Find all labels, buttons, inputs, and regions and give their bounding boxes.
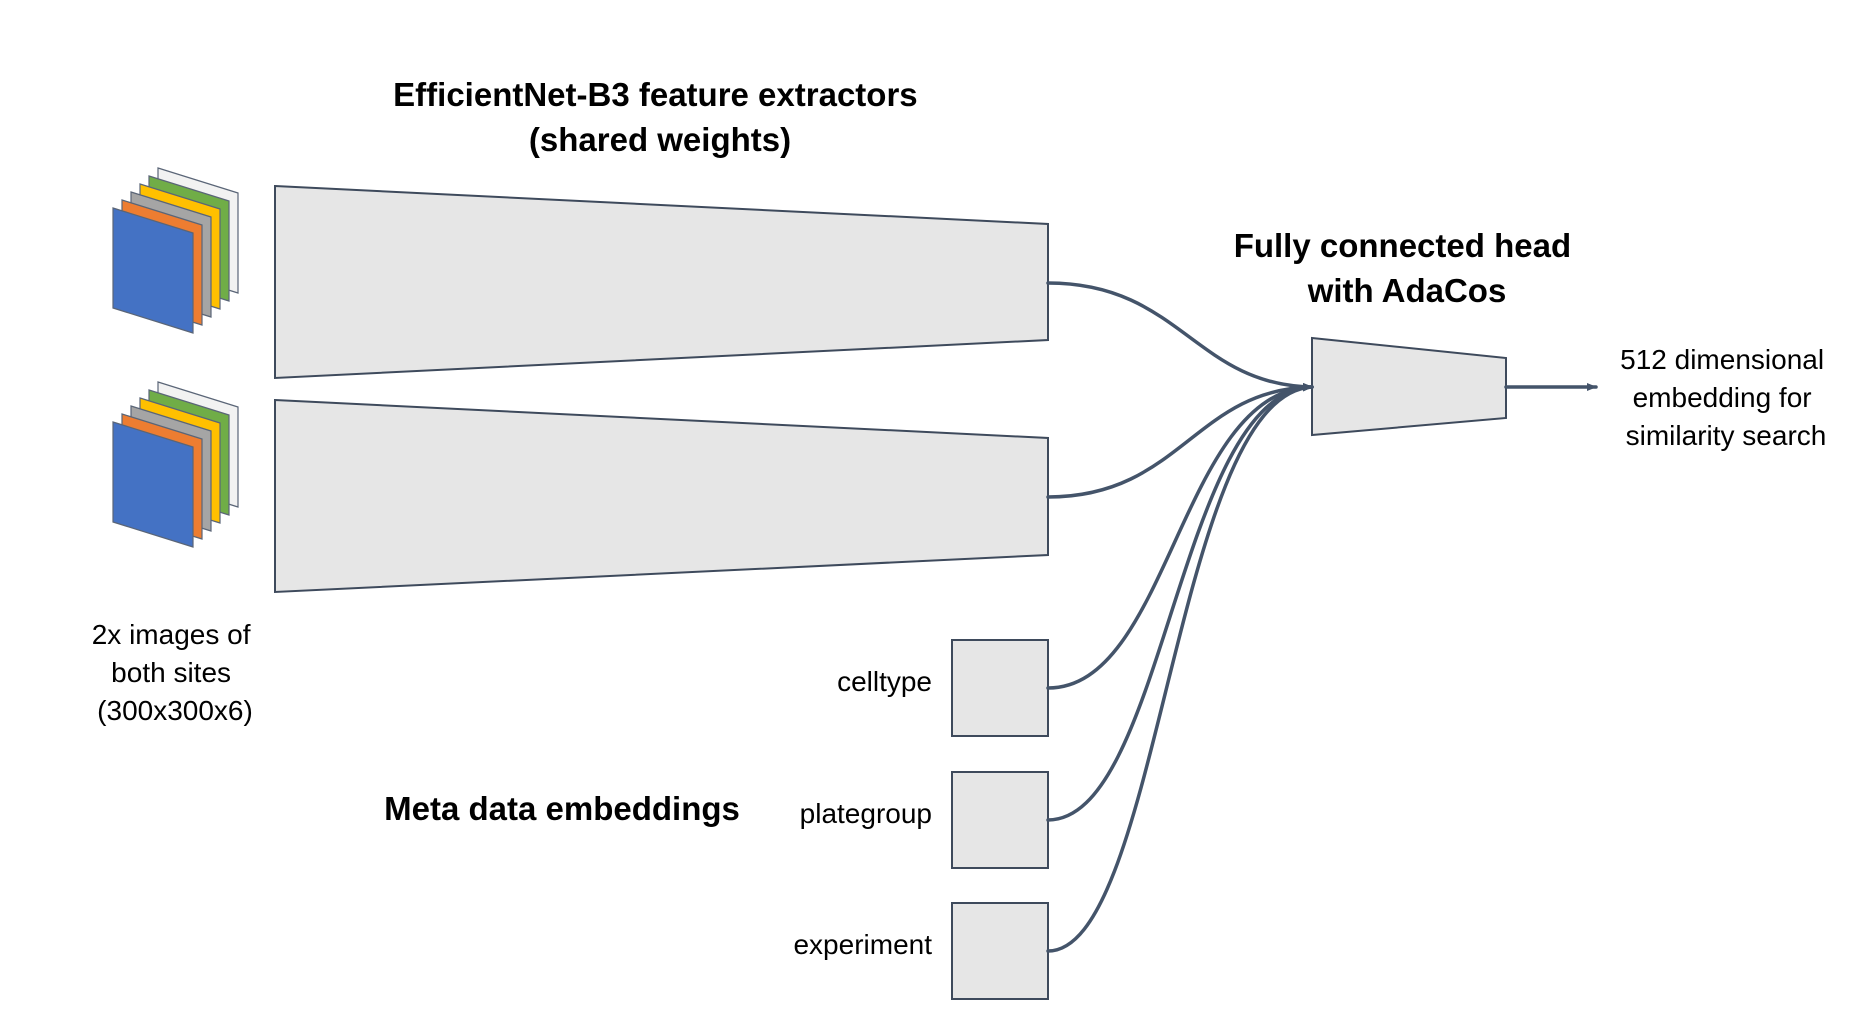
experiment-label: experiment	[793, 929, 932, 960]
extractor-title: EfficientNet-B3 feature extractors (shar…	[393, 76, 927, 158]
plategroup-embedding-block	[951, 771, 1049, 869]
feature-extractor-block	[274, 398, 1049, 594]
connector-experiment	[1046, 383, 1314, 953]
feature-extractor-block	[274, 184, 1049, 380]
output-label-line-3: similarity search	[1626, 420, 1827, 451]
connector-extractor-2	[1046, 383, 1314, 499]
input-label-line-2: both sites	[111, 657, 231, 688]
fully-connected-head-block	[1311, 336, 1507, 437]
plategroup-label: plategroup	[800, 798, 932, 829]
channel-layer	[112, 421, 194, 548]
output-label-line-2: embedding for	[1633, 382, 1812, 413]
connector-celltype	[1046, 383, 1314, 690]
input-label: 2x images of both sites (300x300x6)	[92, 619, 259, 726]
celltype-embedding-block	[951, 639, 1049, 737]
experiment-embedding-block	[951, 902, 1049, 1000]
head-title-line-2: with AdaCos	[1307, 272, 1507, 309]
extractor-title-line-1: EfficientNet-B3 feature extractors	[393, 76, 918, 113]
input-label-line-1: 2x images of	[92, 619, 251, 650]
head-title-line-1: Fully connected head	[1234, 227, 1571, 264]
connector-extractor-1	[1046, 281, 1314, 391]
channel-stack-icon	[112, 167, 239, 334]
celltype-label: celltype	[837, 666, 932, 697]
meta-title: Meta data embeddings	[384, 790, 740, 827]
output-label: 512 dimensional embedding for similarity…	[1620, 344, 1832, 451]
channel-layer	[112, 207, 194, 334]
input-label-line-3: (300x300x6)	[97, 695, 253, 726]
head-title: Fully connected head with AdaCos	[1234, 227, 1581, 309]
extractor-title-line-2: (shared weights)	[529, 121, 791, 158]
output-label-line-1: 512 dimensional	[1620, 344, 1824, 375]
connector-plategroup	[1046, 383, 1314, 822]
channel-stack-icon	[112, 381, 239, 548]
